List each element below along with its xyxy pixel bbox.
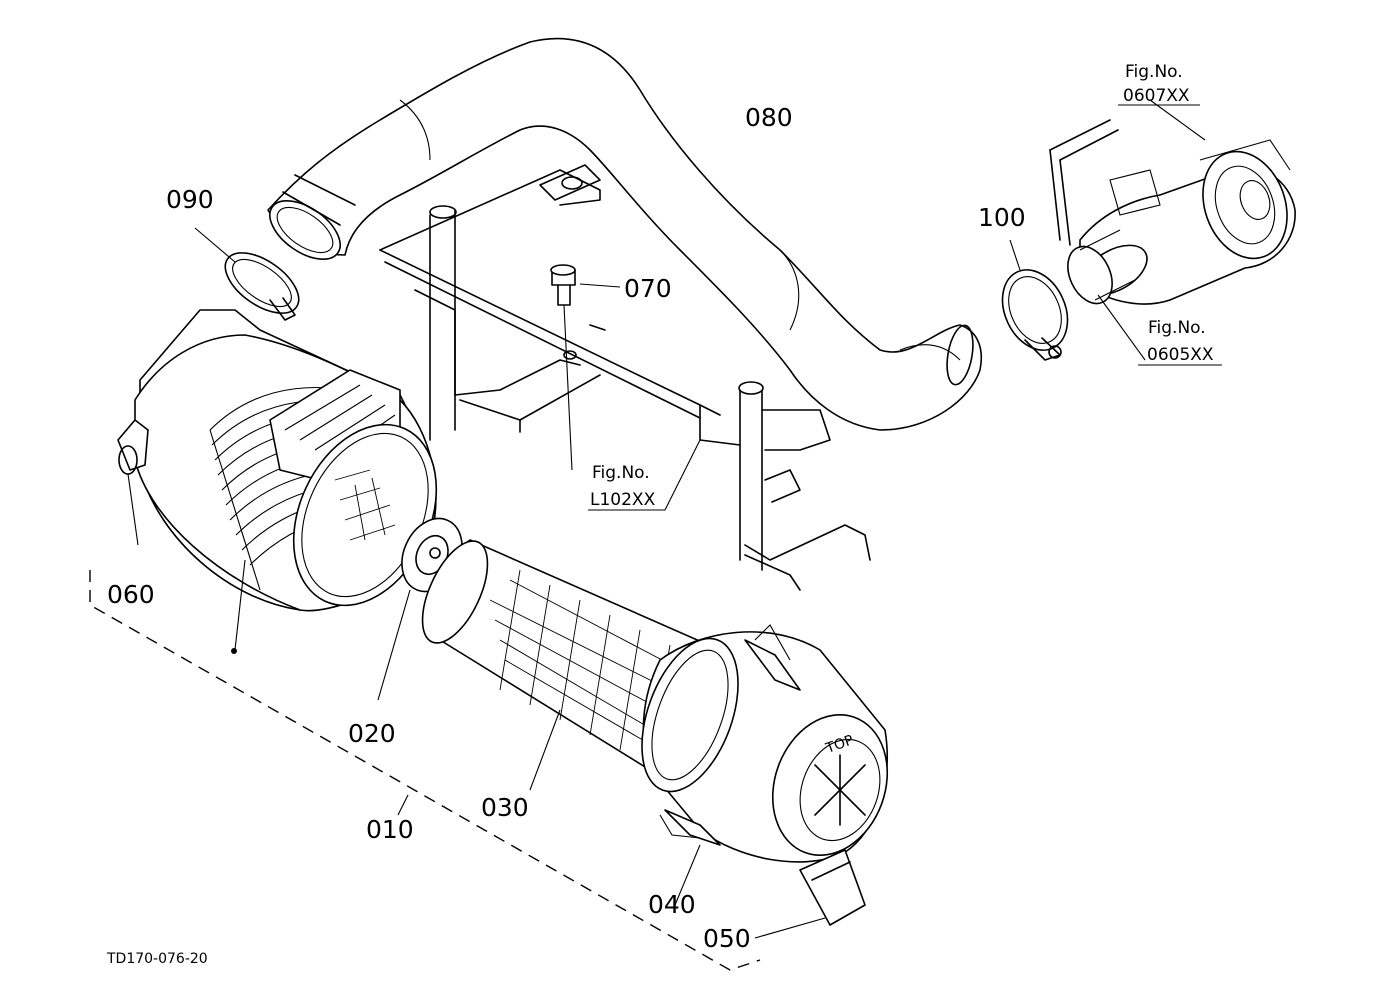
label-060: 060	[107, 580, 155, 609]
label-010: 010	[366, 815, 414, 844]
part-labels: 010 020 030 040 050 060 070 080 090 100	[107, 103, 1026, 953]
label-050: 050	[703, 924, 751, 953]
fig-ref-0605-line2: 0605XX	[1147, 345, 1214, 365]
fig-ref-L102-line2: L102XX	[590, 490, 656, 510]
fig-ref-0607-line1: Fig.No.	[1125, 62, 1183, 82]
cover-040: TOP	[641, 624, 889, 906]
frame-bracket	[379, 164, 871, 591]
fig-ref-L102-line1: Fig.No.	[592, 463, 650, 483]
fig-ref-0605-line1: Fig.No.	[1148, 318, 1206, 338]
label-020: 020	[348, 719, 396, 748]
hose-clamp-100	[1001, 239, 1069, 361]
air-cleaner-body	[117, 309, 438, 654]
label-030: 030	[481, 793, 529, 822]
intake-hose-080	[267, 37, 982, 431]
figure-references: Fig.No. 0607XX Fig.No. 0605XX Fig.No. L1…	[590, 62, 1214, 510]
evacuator-valve-050	[754, 849, 866, 939]
fig-ref-0607-line2: 0607XX	[1123, 86, 1190, 106]
label-100: 100	[978, 203, 1026, 232]
turbocharger-assembly	[1049, 99, 1296, 361]
label-070: 070	[624, 274, 672, 303]
label-040: 040	[648, 890, 696, 919]
leader-010	[397, 794, 409, 816]
label-090: 090	[166, 185, 214, 214]
figure-ref-leaders	[588, 104, 1222, 511]
hose-clamp-090	[194, 227, 300, 321]
label-080: 080	[745, 103, 793, 132]
assembly-outline-010	[89, 570, 761, 971]
bolt-070	[550, 264, 621, 471]
drawing-code: TD170-076-20	[106, 951, 208, 967]
